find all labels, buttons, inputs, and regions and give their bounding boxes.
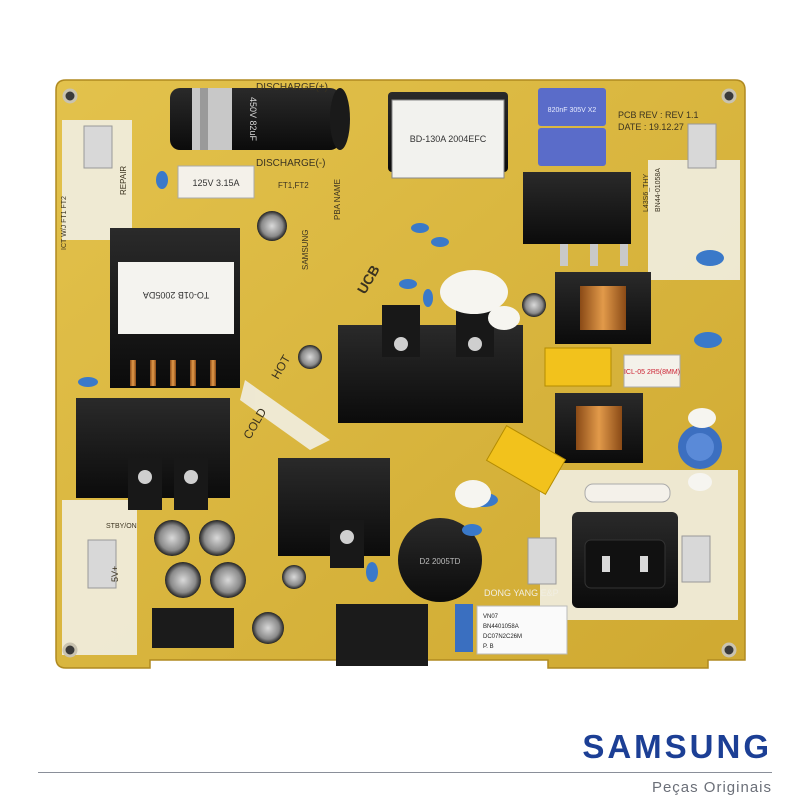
stby-label: STBY/ON <box>106 523 137 530</box>
small-electrolytics <box>154 211 546 644</box>
pfc-inductor: BD-130A 2004EFC <box>388 92 508 179</box>
mounting-holes <box>62 88 737 658</box>
date-label: DATE : 19.12.27 <box>618 122 684 132</box>
ft-label: FT1,FT2 <box>278 181 309 190</box>
spade-terminals <box>83 123 717 589</box>
cap-mini-label: 820nF 305V X2 <box>548 107 597 114</box>
power-resistor <box>584 483 671 503</box>
discharge-plus-label: DISCHARGE(+) <box>256 82 328 93</box>
divider <box>38 772 772 773</box>
output-inductor: D2 2005TD <box>398 518 482 602</box>
output-heatsink <box>278 458 390 568</box>
pcb-rev-label: PCB REV : REV 1.1 <box>618 110 699 120</box>
discharge-minus-label: DISCHARGE(-) <box>256 158 325 169</box>
output-connector <box>152 608 234 648</box>
brand-left-label: SAMSUNG <box>301 230 310 270</box>
code-label: BN44-01058A <box>655 168 662 212</box>
pba-name-label: PBA NAME <box>333 179 342 220</box>
transformer-code: TO-01B 2005DA <box>143 290 209 300</box>
ntc-thermistor: ICL-05 2R5(8MM) <box>623 354 681 388</box>
cap-rating: 450V 82uF <box>248 97 258 142</box>
x2-capacitors: 820nF 305V X2 <box>538 88 606 166</box>
inductor-code: BD-130A 2004EFC <box>410 134 487 144</box>
ceramic-disc-capacitor <box>678 425 722 469</box>
tagline: Peças Originais <box>651 779 772 796</box>
bulk-capacitor: 450V 82uF <box>170 88 350 150</box>
svg-text:DC07N2C26M: DC07N2C26M <box>483 634 522 640</box>
yellow-x-cap-2 <box>485 424 567 496</box>
5v-label: 5V+ <box>110 566 120 582</box>
ac-inlet <box>572 512 678 608</box>
maker-label: DONG YANG E&P <box>484 588 559 598</box>
repair-label: REPAIR <box>119 166 128 195</box>
main-heatsink <box>338 305 523 423</box>
small-blue-parts <box>78 171 724 582</box>
yellow-x-cap-1 <box>544 347 612 387</box>
svg-text:BN4401058A: BN4401058A <box>483 624 519 630</box>
common-mode-choke-upper <box>555 272 651 344</box>
model-label: L43S6_THY <box>643 174 650 212</box>
main-transformer: TO-01B 2005DA <box>110 228 240 388</box>
blue-y-cap <box>455 604 473 652</box>
fuse: 125V 3.15A <box>177 165 255 199</box>
glue-blobs <box>440 270 716 508</box>
common-mode-choke-lower <box>555 393 643 463</box>
bridge-rectifier <box>523 172 631 266</box>
secondary-heatsink <box>76 398 230 510</box>
svg-text:D2 2005TD: D2 2005TD <box>420 557 461 566</box>
brand-logo: SAMSUNG <box>582 728 772 765</box>
ntc-label: ICL-05 2R5(8MM) <box>624 369 680 376</box>
svg-text:P. B: P. B <box>483 644 494 650</box>
fuse-label: 125V 3.15A <box>192 178 239 188</box>
svg-text:VN07: VN07 <box>483 614 499 620</box>
side-left-label: ICT W/J FT1 FT2 <box>61 196 68 250</box>
part-sticker: VN07 BN4401058A DC07N2C26M P. B <box>476 605 568 655</box>
signal-connector <box>336 604 428 666</box>
